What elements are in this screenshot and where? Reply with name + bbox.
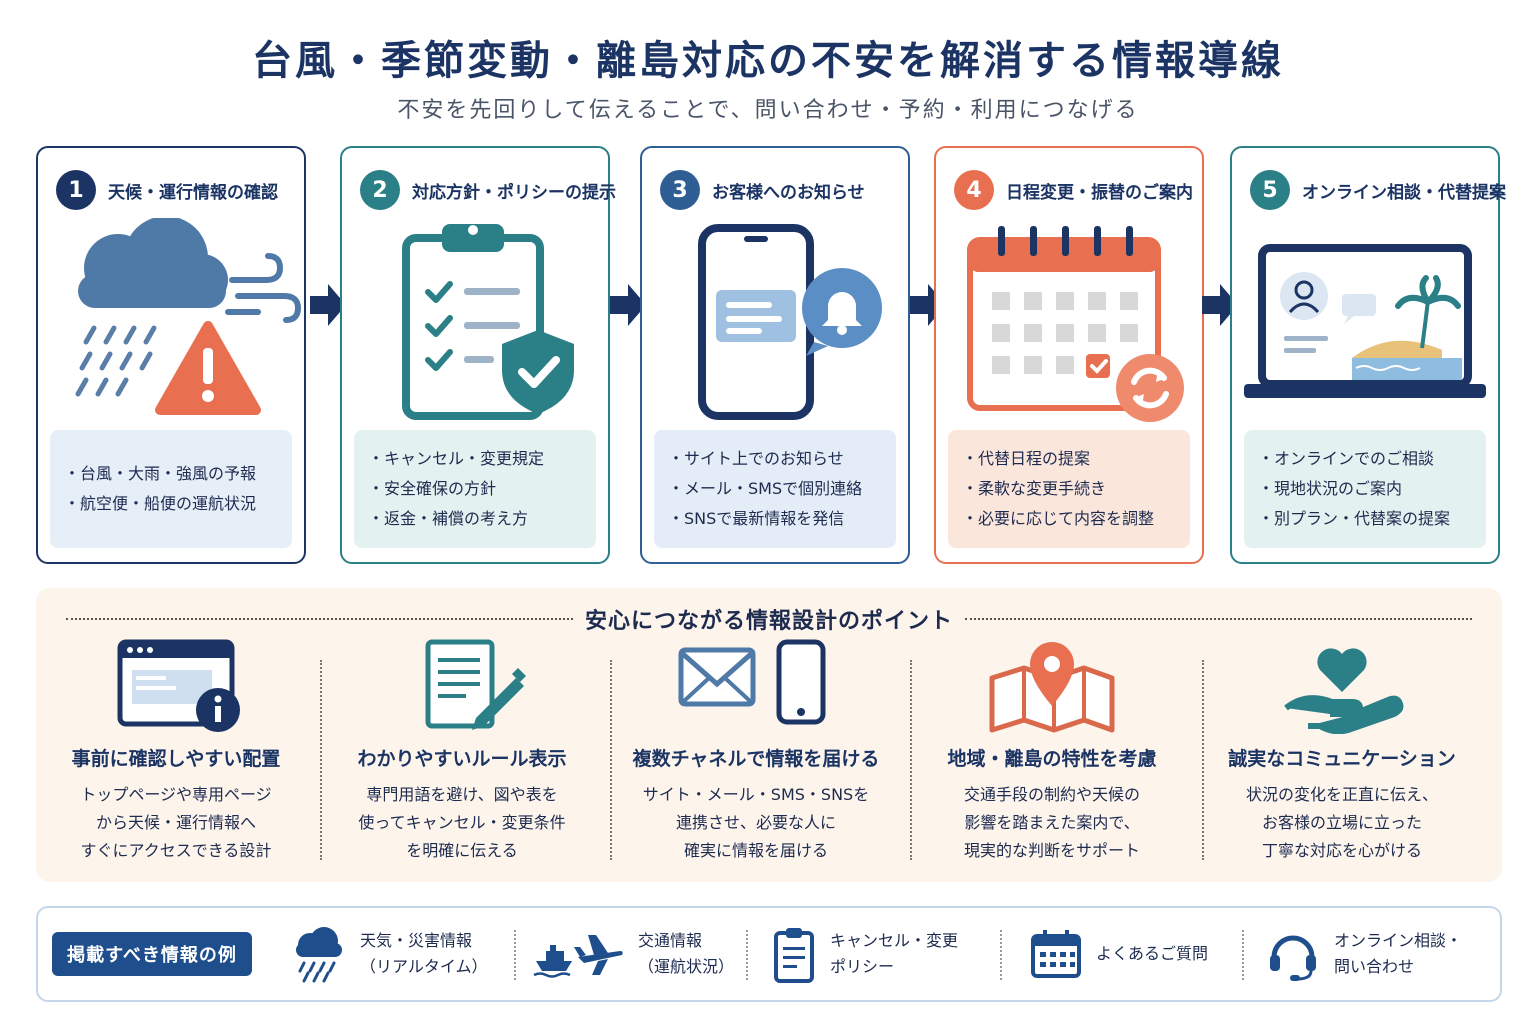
- step-item: キャンセル・変更規定: [368, 444, 582, 474]
- step-item: 安全確保の方針: [368, 474, 582, 504]
- ship-plane-icon: [533, 935, 623, 978]
- step-item: メール・SMSで個別連絡: [668, 474, 882, 504]
- point-3: 複数チャネルで情報を届ける サイト・メール・SMS・SNSを連携させ、必要な人に…: [616, 638, 896, 878]
- headset-icon: [1270, 935, 1316, 981]
- arrow-right-icon: [610, 284, 646, 326]
- heart-hand-icon: [1284, 648, 1404, 734]
- step-item: 現地状況のご案内: [1258, 474, 1472, 504]
- info-example-weather: 天気・災害情報（リアルタイム）: [290, 922, 488, 986]
- step-title-5: オンライン相談・代替提案: [1302, 182, 1506, 203]
- step-item: 航空便・船便の運航状況: [64, 489, 278, 519]
- point-title-5: 誠実なコミュニケーション: [1228, 748, 1456, 770]
- step-item: オンラインでのご相談: [1258, 444, 1472, 474]
- laptop-island-icon: [1244, 244, 1486, 398]
- points-heading-row: 安心につながる情報設計のポイント: [66, 604, 1473, 634]
- point-title-4: 地域・離島の特性を考慮: [947, 748, 1157, 770]
- browser-info-icon: [117, 639, 240, 732]
- step-title-1: 天候・運行情報の確認: [108, 182, 278, 203]
- step-card-5: 5 オンライン相談・代替提案 オンラインでのご相談 現地状況のご案内 別プラン・…: [1230, 146, 1506, 564]
- info-example-contact: オンライン相談・問い合わせ: [1266, 922, 1462, 986]
- map-pin-icon: [989, 642, 1115, 733]
- phone-bell-icon: [698, 224, 882, 420]
- clipboard-icon: [774, 928, 814, 983]
- points-heading: 安心につながる情報設計のポイント: [585, 609, 954, 634]
- step-item: 代替日程の提案: [962, 444, 1176, 474]
- step-number-1: 1: [56, 170, 96, 210]
- page-subtitle: 不安を先回りして伝えることで、問い合わせ・予約・利用につなげる: [397, 98, 1139, 123]
- page-title: 台風・季節変動・離島対応の不安を解消する情報導線: [252, 38, 1284, 84]
- calendar-icon: [1031, 930, 1081, 978]
- point-2: わかりやすいルール表示 専門用語を避け、図や表を使ってキャンセル・変更条件を明確…: [322, 638, 602, 878]
- arrow-right-icon: [1202, 284, 1238, 326]
- point-text-4: 交通手段の制約や天候の影響を踏まえた案内で、現実的な判断をサポート: [963, 785, 1140, 860]
- step-item: 台風・大雨・強風の予報: [64, 459, 278, 489]
- point-text-2: 専門用語を避け、図や表を使ってキャンセル・変更条件を明確に伝える: [358, 785, 566, 860]
- step-number-4: 4: [954, 170, 994, 210]
- step-list-5: オンラインでのご相談 現地状況のご案内 別プラン・代替案の提案: [1244, 430, 1486, 548]
- storm-warning-icon: [75, 218, 302, 415]
- point-text-3: サイト・メール・SMS・SNSを連携させ、必要な人に確実に情報を届ける: [642, 785, 870, 860]
- step-item: 柔軟な変更手続き: [962, 474, 1176, 504]
- step-card-3: 3 お客様へのお知らせ サイト上でのお知らせ メール・SMSで個別連絡 SNSで…: [640, 146, 910, 564]
- point-text-5: 状況の変化を正直に伝え、お客様の立場に立った丁寧な対応を心がける: [1245, 785, 1438, 860]
- point-text-1: トップページや専用ページから天候・運行情報へすぐにアクセスできる設計: [80, 785, 272, 860]
- step-title-3: お客様へのお知らせ: [712, 182, 865, 203]
- step-list-1: 台風・大雨・強風の予報 航空便・船便の運航状況: [50, 430, 292, 548]
- arrow-right-icon: [310, 284, 346, 326]
- point-4: 地域・離島の特性を考慮 交通手段の制約や天候の影響を踏まえた案内で、現実的な判断…: [912, 638, 1192, 878]
- info-example-faq: よくあるご質問: [1030, 922, 1208, 986]
- step-item: サイト上でのお知らせ: [668, 444, 882, 474]
- step-card-2: 2 対応方針・ポリシーの提示 キャンセル・変更規定 安全確保の方針 返金・補償の…: [340, 146, 616, 564]
- step-item: 必要に応じて内容を調整: [962, 504, 1176, 534]
- info-example-policy: キャンセル・変更ポリシー: [772, 922, 958, 986]
- info-examples-bar: 掲載すべき情報の例 天気・災害情報（リアルタイム） 交通情報（運航状況）: [36, 906, 1502, 1002]
- step-list-4: 代替日程の提案 柔軟な変更手続き 必要に応じて内容を調整: [948, 430, 1190, 548]
- point-5: 誠実なコミュニケーション 状況の変化を正直に伝え、お客様の立場に立った丁寧な対応…: [1202, 638, 1482, 878]
- step-number-5: 5: [1250, 170, 1290, 210]
- info-example-transport: 交通情報（運航状況）: [532, 922, 734, 986]
- clipboard-shield-icon: [402, 224, 574, 420]
- points-panel: 安心につながる情報設計のポイント 事前に確認しやすい配置 トップページや専用ペー…: [36, 588, 1502, 882]
- step-list-3: サイト上でのお知らせ メール・SMSで個別連絡 SNSで最新情報を発信: [654, 430, 896, 548]
- info-examples-label: 掲載すべき情報の例: [52, 932, 252, 976]
- step-title-2: 対応方針・ポリシーの提示: [412, 182, 616, 203]
- step-card-4: 4 日程変更・振替のご案内 代替日程の提案 柔軟な変更手続き 必要に応じて内容を…: [934, 146, 1204, 564]
- step-title-4: 日程変更・振替のご案内: [1006, 182, 1193, 203]
- point-title-2: わかりやすいルール表示: [357, 748, 567, 770]
- cloud-rain-icon: [296, 927, 342, 983]
- step-number-3: 3: [660, 170, 700, 210]
- step-list-2: キャンセル・変更規定 安全確保の方針 返金・補償の考え方: [354, 430, 596, 548]
- step-item: SNSで最新情報を発信: [668, 504, 882, 534]
- document-pen-icon: [425, 639, 526, 730]
- step-item: 返金・補償の考え方: [368, 504, 582, 534]
- step-card-1: 1 天候・運行情報の確認 台風・大雨・強風の予報 航空便・船便の運航状況: [36, 146, 306, 564]
- mail-phone-icon: [678, 639, 826, 725]
- calendar-refresh-icon: [967, 226, 1184, 422]
- point-title-1: 事前に確認しやすい配置: [71, 748, 281, 770]
- point-1: 事前に確認しやすい配置 トップページや専用ページから天候・運行情報へすぐにアクセ…: [36, 638, 316, 878]
- step-item: 別プラン・代替案の提案: [1258, 504, 1472, 534]
- point-title-3: 複数チャネルで情報を届ける: [632, 748, 880, 770]
- step-number-2: 2: [360, 170, 400, 210]
